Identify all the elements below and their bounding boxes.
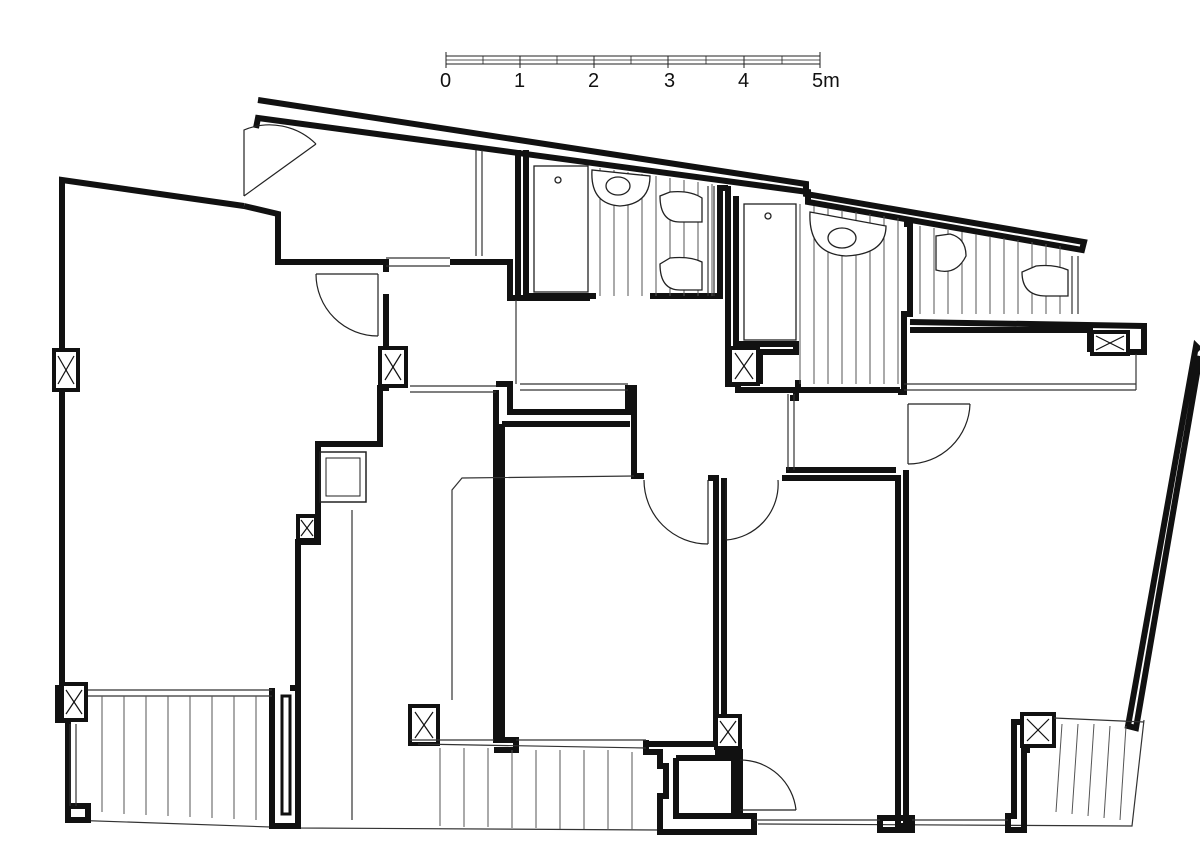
- balcony-hatching: [88, 689, 1145, 830]
- sanitary-fixtures: [533, 165, 1079, 341]
- shafts: [52, 330, 1130, 750]
- scale-bar: [445, 52, 821, 68]
- scale-label-5m: 5m: [812, 70, 840, 92]
- scale-label-0: 0: [440, 70, 452, 92]
- thin-lines: [69, 150, 1137, 821]
- scale-label-2: 2: [588, 70, 600, 92]
- scale-label-1: 1: [514, 70, 526, 92]
- scale-label-4: 4: [738, 70, 750, 92]
- doors: [243, 124, 971, 811]
- bathroom-hatching: [599, 168, 1061, 384]
- interior-walls: [65, 150, 1147, 835]
- scale-label-3: 3: [664, 70, 676, 92]
